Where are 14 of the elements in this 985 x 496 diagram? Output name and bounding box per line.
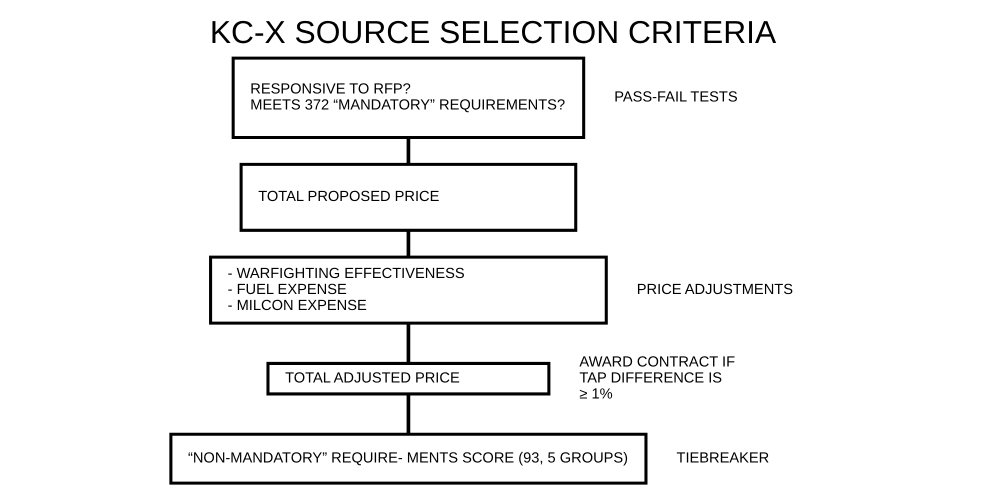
connector [406,323,410,364]
diagram-title: KC-X SOURCE SELECTION CRITERIA [209,14,776,50]
node-label: PRICE ADJUSTMENTS [636,282,792,298]
node-box: TOTAL ADJUSTED PRICE [266,362,550,396]
node-label: AWARD CONTRACT IF TAP DIFFERENCE IS ≥ 1% [578,354,735,402]
node-box: RESPONSIVE TO RFP? MEETS 372 “MANDATORY” REQUIREMENTS? [231,56,585,139]
node-box: - WARFIGHTING EFFECTIVENESS - FUEL EXPENSE - MILCON EXPENSE [208,256,608,325]
connector [406,394,410,434]
node-box: TOTAL PROPOSED PRICE [239,162,577,232]
node-label: TIEBREAKER [676,450,769,466]
node-label: PASS-FAIL TESTS [614,90,738,106]
connector [406,138,410,164]
connector [406,230,410,257]
node-box: “NON-MANDATORY” REQUIRE- MENTS SCORE (93, 5 GROUPS) [168,432,647,485]
